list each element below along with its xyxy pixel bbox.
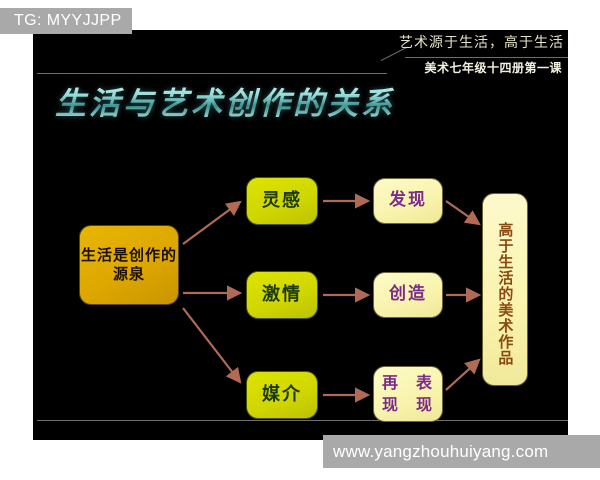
node-medium: 媒介 [246,371,318,419]
divider-top-right [405,57,568,58]
node-discovery: 发现 [373,178,443,224]
divider-top-left [37,73,387,74]
node-creation: 创造 [373,272,443,318]
arrow-express-to-artwork [445,358,481,391]
course-subtitle: 艺术源于生活，高于生活 [399,35,564,51]
slide-canvas: 生活与艺术创作的关系 生活与艺术创作的关系 艺术源于生活，高于生活 美术七年级十… [33,30,568,440]
node-representation-line1: 再现 [381,373,400,414]
course-metadata: 美术七年级十四册第一课 [424,61,562,75]
node-representation-expression: 再现 表现 [373,366,443,422]
site-watermark: www.yangzhouhuiyang.com [323,435,600,468]
arrow-source-to-inspiration [182,200,242,245]
arrow-discover-to-artwork [445,200,481,226]
node-inspiration: 灵感 [246,177,318,225]
divider-bottom [37,420,568,421]
slide-title: 生活与艺术创作的关系 [55,78,395,123]
node-passion: 激情 [246,271,318,319]
node-artwork-above-life: 高于生活的美术作品 [482,193,528,386]
tg-tag-badge: TG: MYYJJPP [0,8,132,34]
node-expression-line2: 表现 [415,373,434,414]
node-life-is-source: 生活是创作的源泉 [79,225,179,305]
arrow-source-to-medium [182,307,242,384]
